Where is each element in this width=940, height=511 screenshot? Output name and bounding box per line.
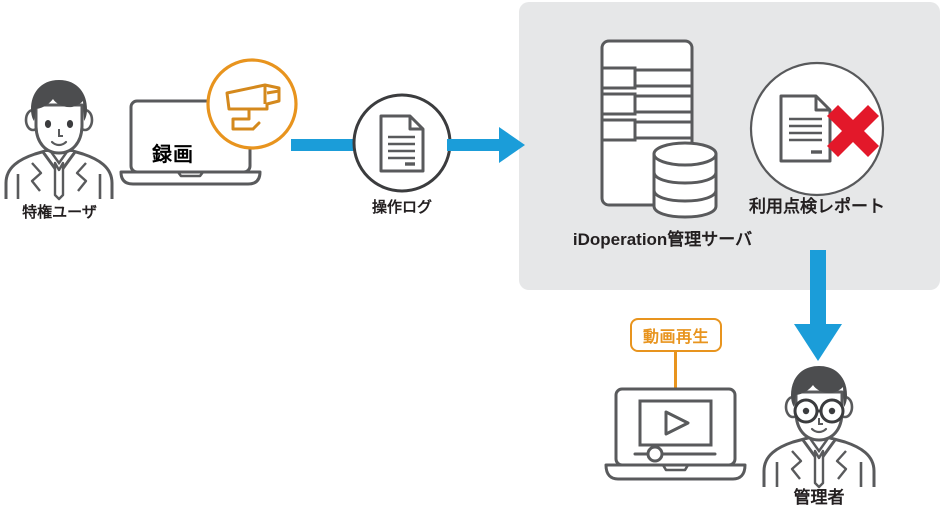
database-icon xyxy=(652,141,718,219)
video-playback-label: 動画再生 xyxy=(642,329,709,346)
server-rack-icon xyxy=(600,39,718,219)
arrow-log-to-server xyxy=(447,126,525,164)
callout-connector-line xyxy=(674,352,677,389)
document-icon xyxy=(352,93,452,193)
arrow-report-to-admin xyxy=(790,250,846,362)
privileged-user-label: 特権ユーザ xyxy=(22,204,97,221)
person-icon xyxy=(4,80,114,201)
play-triangle-icon xyxy=(664,410,690,436)
arrow-laptop-to-log xyxy=(291,134,359,156)
audit-report-label: 利用点検レポート xyxy=(749,197,885,216)
document-icon xyxy=(779,94,832,163)
security-camera-icon xyxy=(206,58,298,150)
management-server-figure xyxy=(596,38,724,219)
security-camera-badge xyxy=(205,57,299,151)
management-server-label: iDoperation管理サーバ xyxy=(572,230,753,249)
operation-log-node xyxy=(351,92,453,194)
red-x-icon xyxy=(827,105,879,157)
privileged-user-figure xyxy=(2,75,117,201)
operation-log-label: 操作ログ xyxy=(371,199,432,216)
arrow-right-icon xyxy=(447,127,525,163)
arrow-right-icon xyxy=(291,139,359,151)
arrow-down-icon xyxy=(794,250,842,361)
audit-report-icon xyxy=(749,61,885,197)
administrator-figure xyxy=(760,360,878,489)
video-playback-callout: 動画再生 xyxy=(630,318,722,352)
administrator-label: 管理者 xyxy=(793,488,845,507)
record-screen-text: 録画 xyxy=(152,144,194,166)
person-with-glasses-icon xyxy=(762,366,876,489)
laptop-video-player-icon xyxy=(604,387,747,481)
video-player-laptop xyxy=(603,386,748,484)
audit-report-node xyxy=(748,60,886,198)
